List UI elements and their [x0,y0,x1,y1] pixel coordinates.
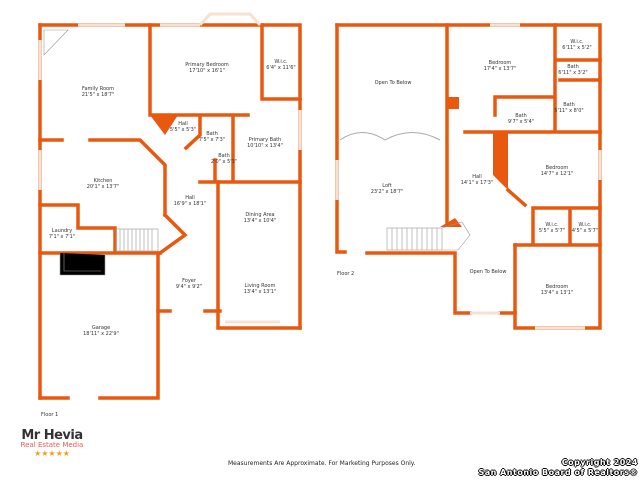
room-open-to-below-upper: Open To Below [374,80,412,86]
room-open-to-below-lower: Open To Below [469,269,507,275]
floor2-stairs [386,221,471,251]
disclaimer-note: Measurements Are Approximate. For Market… [228,460,416,467]
floor2-walls [335,23,602,330]
floor1-wall-wedge [150,115,178,135]
logo-tagline: Real Estate Media [20,441,84,449]
room-wic-3: W.i.c.4'5" x 5'7" [571,222,599,234]
logo-stars-icon: ★★★★★ [34,449,70,458]
floor1-label: Floor 1 [41,412,59,418]
floor2-wall-block [447,97,459,109]
copyright-line-1: Copyright 2024 [561,458,638,467]
floor2-stair-wedge [440,218,462,227]
floor2-label: Floor 2 [337,271,355,277]
copyright-watermark: Copyright 2024 San Antonio Board of Real… [478,458,638,478]
floor2-hall-wedge [493,132,508,190]
floor1-bay-window [198,12,262,27]
room-wic-1: W.i.c.6'11" x 5'2" [562,39,592,51]
mr-hevia-logo: Mr Hevia Real Estate Media ★★★★★ [12,428,92,458]
floor1-walls [38,23,302,400]
floor2-windows [335,23,602,330]
floor1-windows [38,23,302,324]
room-wic-2: W.i.c.5'5" x 5'7" [538,222,566,234]
room-wic: W.i.c.6'4" x 11'6" [266,59,296,71]
floor2-railing [339,132,441,141]
floor1-stairs [43,29,159,276]
copyright-line-2: San Antonio Board of Realtors® [478,468,638,477]
logo-brand: Mr Hevia [21,428,83,443]
